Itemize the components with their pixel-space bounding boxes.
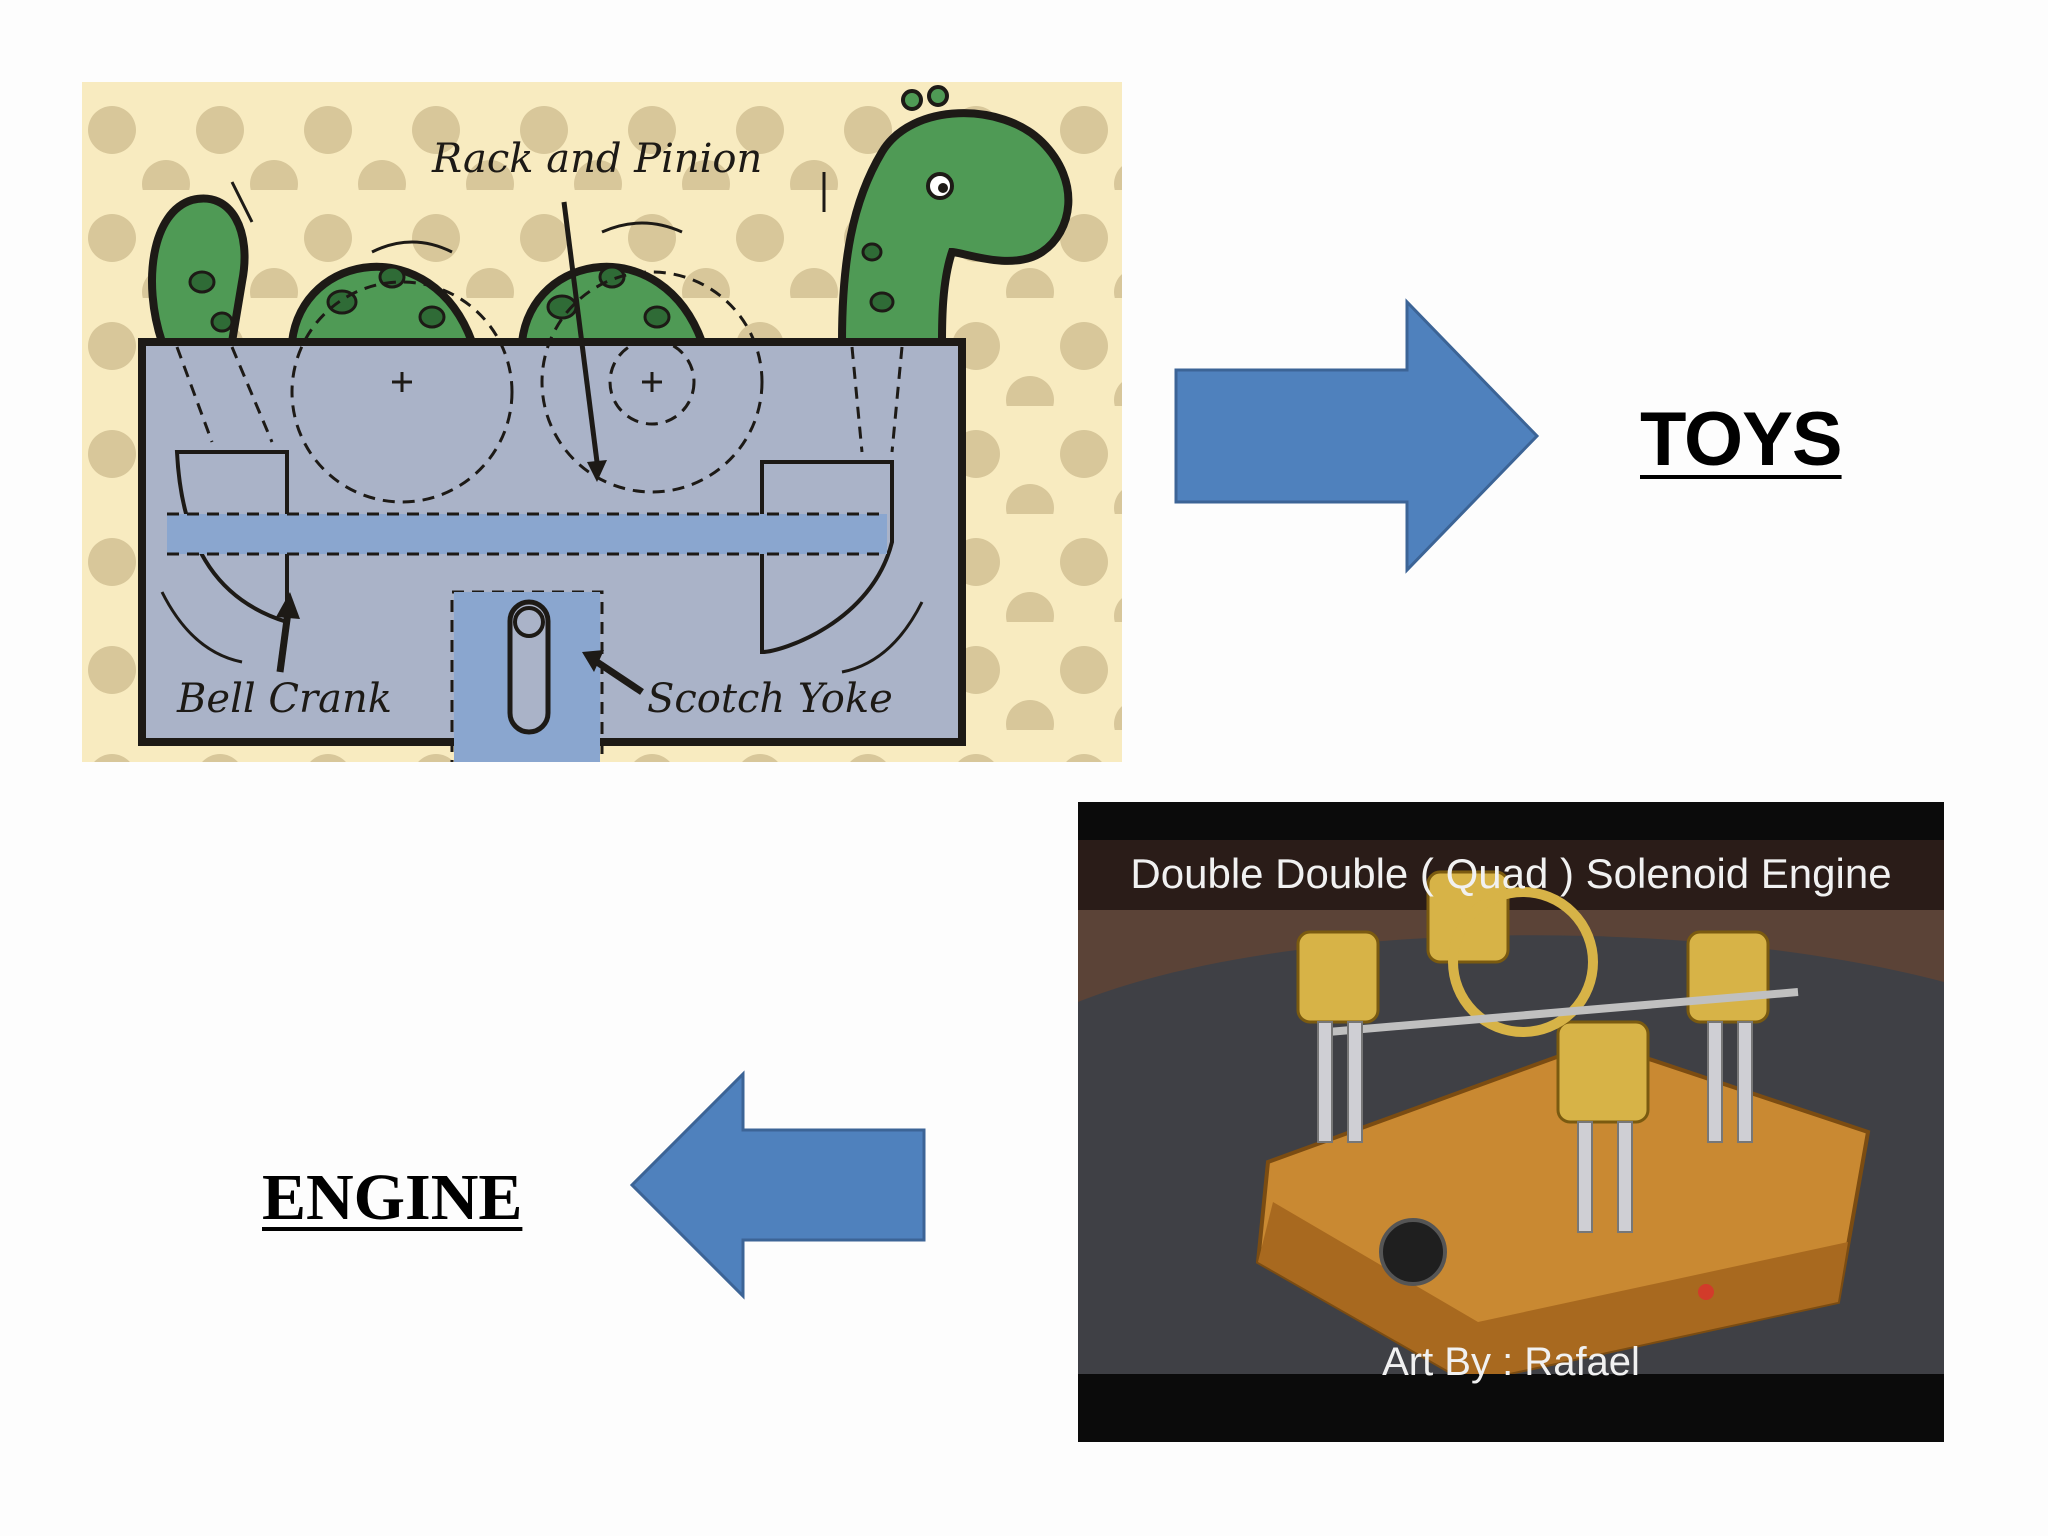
bell-crank-label: Bell Crank	[176, 676, 392, 722]
left-arrow-icon	[629, 1070, 926, 1300]
scotch-yoke-label: Scotch Yoke	[647, 676, 893, 722]
toys-label: TOYS	[1640, 397, 1843, 482]
right-arrow-icon	[1174, 298, 1540, 574]
photo-credit: Art By : Rafael	[1382, 1340, 1640, 1384]
photo-title: Double Double ( Quad ) Solenoid Engine	[1130, 850, 1892, 897]
engine-photo: Double Double ( Quad ) Solenoid Engine A…	[1078, 802, 1944, 1442]
engine-label: ENGINE	[262, 1161, 523, 1234]
rack-and-pinion-label: Rack and Pinion	[431, 136, 762, 182]
mechanism-diagram: Rack and Pinion Bell Crank Scotch Yoke	[82, 82, 1122, 762]
